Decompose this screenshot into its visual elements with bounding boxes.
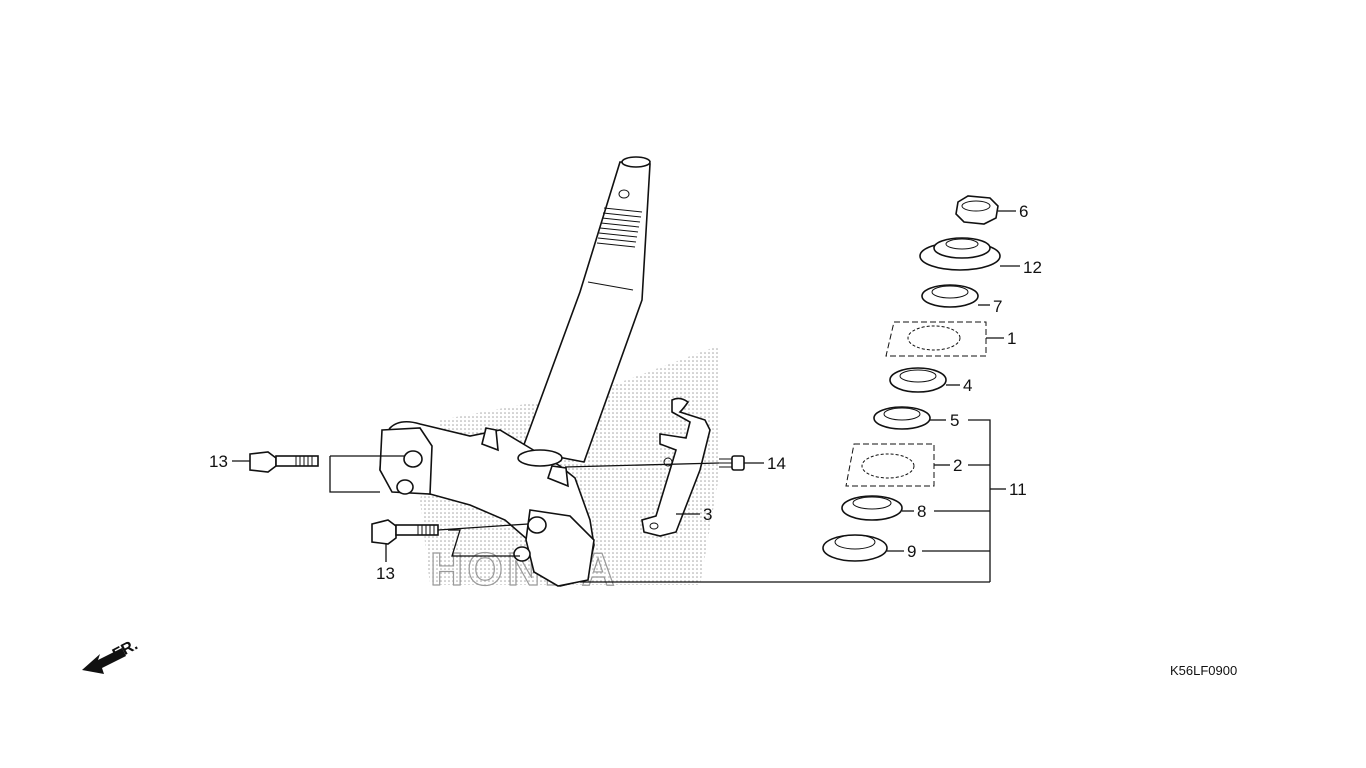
callout-13-lower: 13 [376, 564, 395, 583]
callout-9: 9 [907, 542, 916, 561]
callout-6: 6 [1019, 202, 1028, 221]
callout-13-upper: 13 [209, 452, 228, 471]
callout-4: 4 [963, 376, 972, 395]
callout-12: 12 [1023, 258, 1042, 277]
callout-11: 11 [1009, 480, 1027, 499]
part-5-ball-race[interactable] [873, 406, 931, 430]
part-14-bolt[interactable] [719, 455, 745, 471]
part-1-steel-balls[interactable] [885, 321, 987, 357]
callout-7: 7 [993, 297, 1002, 316]
part-6-lock-nut[interactable] [955, 195, 999, 225]
leader-lines [232, 210, 1020, 583]
callout-2: 2 [953, 456, 962, 475]
callout-5: 5 [950, 411, 959, 430]
part-7-dust-seal[interactable] [921, 284, 979, 308]
part-9-cone-race[interactable] [822, 534, 888, 562]
part-2-steel-balls[interactable] [845, 443, 935, 487]
callout-14: 14 [767, 454, 786, 473]
part-3-bracket[interactable] [641, 397, 711, 537]
callout-1: 1 [1007, 329, 1016, 348]
part-8-ball-race[interactable] [841, 495, 903, 521]
steering-stem[interactable] [379, 156, 651, 587]
callout-3: 3 [703, 505, 712, 524]
diagram-code: K56LF0900 [1170, 663, 1237, 678]
front-direction-arrow: FR. [82, 636, 141, 674]
part-13-bolt-upper[interactable] [249, 451, 319, 473]
part-4-cone-race[interactable] [889, 367, 947, 393]
callout-labels: 6 12 7 1 4 5 2 11 8 9 14 3 13 13 [209, 202, 1042, 583]
callout-8: 8 [917, 502, 926, 521]
part-12-adjusting-nut[interactable] [919, 237, 1001, 271]
